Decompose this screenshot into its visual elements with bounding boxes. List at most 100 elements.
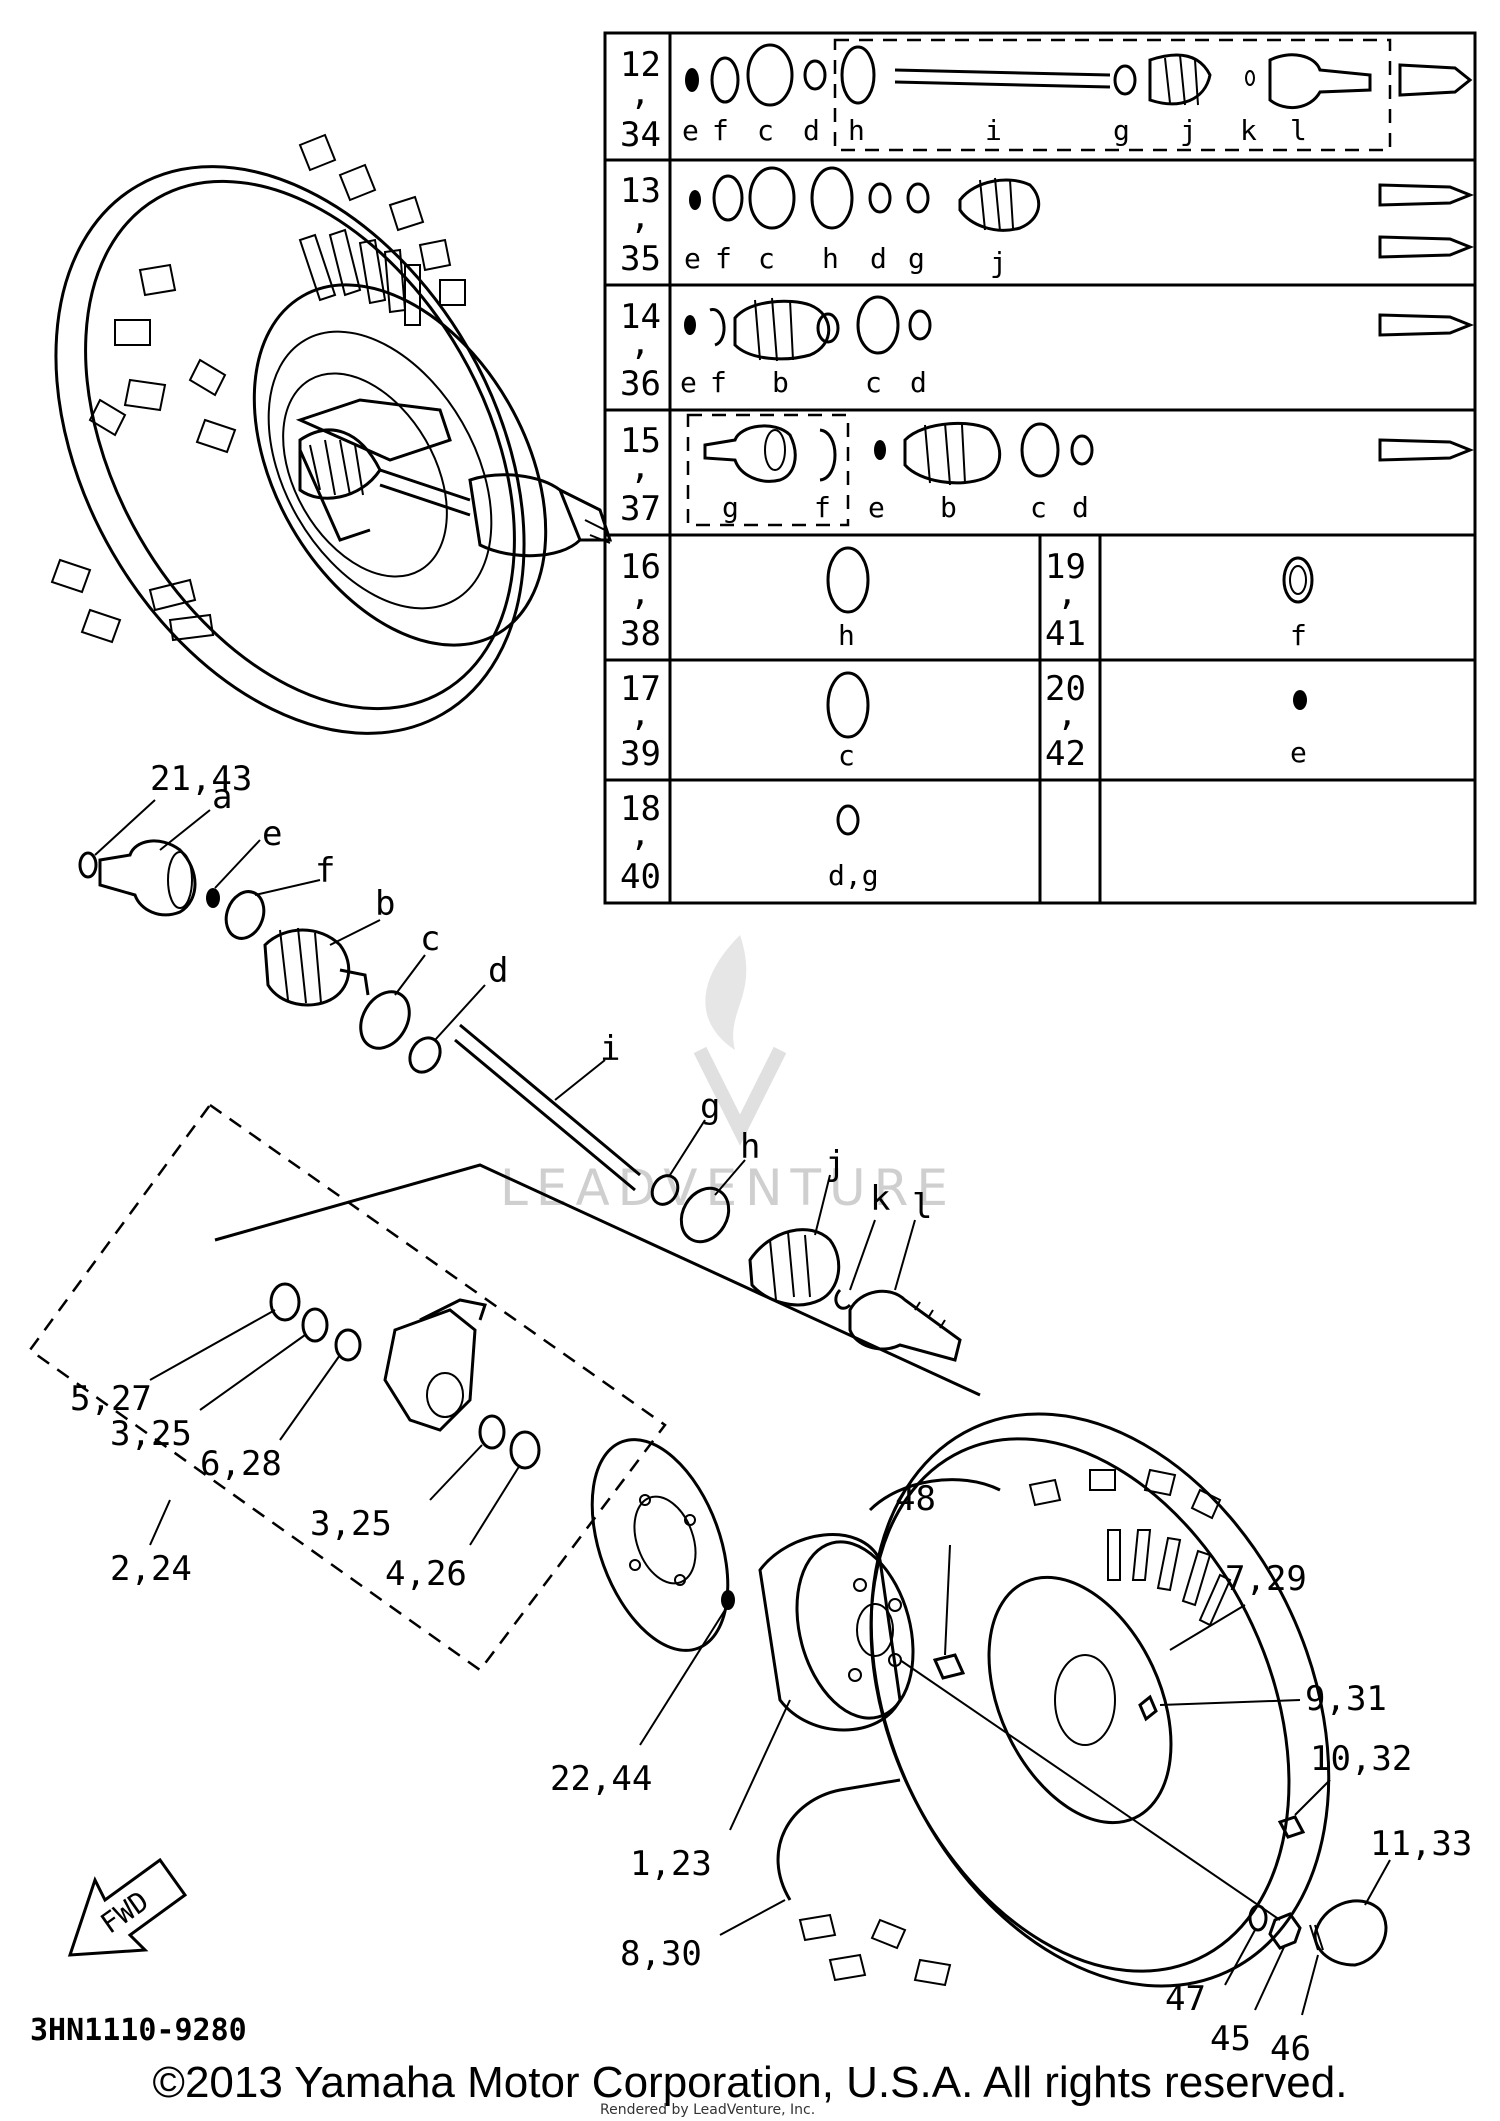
callout-2-24: 2,24: [110, 1549, 192, 1589]
callout-g: g: [700, 1087, 720, 1127]
row-letter: j: [1180, 114, 1197, 147]
row-ref-top: 19: [1045, 547, 1086, 587]
row-ref-bottom: 41: [1045, 614, 1086, 654]
row-ref-top: 16: [620, 547, 661, 587]
callout-l: l: [912, 1187, 932, 1227]
table-row-15-37: 15 , 37 g f e b c d: [620, 413, 1475, 529]
callout-j: j: [825, 1144, 845, 1184]
row-ref-top: 20: [1045, 669, 1086, 709]
row-letter: f: [710, 366, 727, 399]
table-row-16-38-19-41: 16 , 38 h 19 , 41 f: [620, 546, 1314, 654]
row-ref-sep: ,: [630, 694, 650, 734]
part-number: 3HN1110-9280: [30, 2013, 247, 2048]
row-ref-sep: ,: [630, 323, 650, 363]
row-ref-bottom: 38: [620, 614, 661, 654]
row-letter: d: [803, 114, 820, 147]
row-ref-bottom: 39: [620, 734, 661, 774]
callout-8-30: 8,30: [620, 1934, 702, 1974]
row-letter: g: [908, 242, 925, 275]
row-ref-bottom: 35: [620, 239, 661, 279]
fwd-label: FWD: [94, 1884, 154, 1940]
row-letter: d: [1072, 491, 1089, 524]
copyright-notice: ©2013 Yamaha Motor Corporation, U.S.A. A…: [152, 2058, 1348, 2107]
row-letter: d: [910, 366, 927, 399]
row-letter: h: [848, 114, 865, 147]
row-letter: e: [680, 366, 697, 399]
row-ref-top: 12: [620, 45, 661, 85]
table-row-14-36: 14 , 36 e f b c d: [620, 295, 1475, 404]
callout-1-23: 1,23: [630, 1844, 712, 1884]
row-letter: c: [758, 242, 775, 275]
table-row-18-40: 18 , 40 d,g: [620, 789, 879, 897]
callout-k: k: [870, 1179, 890, 1219]
callout-d: d: [488, 951, 508, 991]
parts-table: 12 , 34 e f c d h i g j k l: [603, 31, 1477, 905]
callout-3-25a: 3,25: [110, 1414, 192, 1454]
row-letter: k: [1240, 114, 1257, 147]
row-letter: c: [757, 114, 774, 147]
row-letter: d: [870, 242, 887, 275]
row-ref-sep: ,: [630, 814, 650, 854]
row-ref-top: 13: [620, 171, 661, 211]
row-ref-bottom: 34: [620, 115, 661, 155]
row-letter: g: [722, 491, 739, 524]
row-ref-bottom: 37: [620, 489, 661, 529]
row-letter: f: [1290, 619, 1307, 652]
drive-shaft-exploded: 21,43 a e f b c d i g: [78, 759, 962, 1362]
rendered-by-note: Rendered by LeadVenture, Inc.: [600, 2102, 816, 2118]
row-letter: b: [940, 491, 957, 524]
callout-f: f: [315, 851, 335, 891]
row-ref-top: 18: [620, 789, 661, 829]
row-ref-sep: ,: [630, 447, 650, 487]
row-ref-top: 17: [620, 669, 661, 709]
row-ref-bottom: 42: [1045, 734, 1086, 774]
row-ref-sep: ,: [630, 197, 650, 237]
callout-45: 45: [1210, 2019, 1251, 2059]
row-letter: e: [684, 242, 701, 275]
callout-11-33: 11,33: [1370, 1824, 1472, 1864]
callout-4-26: 4,26: [385, 1554, 467, 1594]
top-wheel-assembly: [50, 133, 613, 735]
row-letter: d,g: [828, 859, 879, 892]
bottom-wheel-assembly: 7,29 9,31 10,32 11,33 47 45 46 8,30: [620, 1412, 1472, 2069]
row-ref-bottom: 36: [620, 364, 661, 404]
callout-b: b: [375, 884, 395, 924]
row-ref-sep: ,: [630, 73, 650, 113]
row-letter: h: [822, 242, 839, 275]
row-letter: c: [838, 739, 855, 772]
row-letter: e: [1290, 736, 1307, 769]
callout-7-29: 7,29: [1225, 1559, 1307, 1599]
brake-disc: [590, 1438, 730, 1652]
callout-21-43: 21,43: [150, 759, 252, 799]
row-letter: j: [990, 246, 1007, 279]
row-letter: e: [682, 114, 699, 147]
callout-47: 47: [1165, 1979, 1206, 2019]
row-letter: g: [1113, 114, 1130, 147]
callout-46: 46: [1270, 2029, 1311, 2069]
callout-c: c: [420, 919, 440, 959]
knuckle-assembly: 5,27 3,25 6,28 3,25 4,26 2,24: [28, 1103, 981, 1672]
row-letter: c: [865, 366, 882, 399]
callout-e: e: [262, 814, 282, 854]
row-ref-bottom: 40: [620, 857, 661, 897]
row-letter: e: [868, 491, 885, 524]
table-row-13-35: 13 , 35 e f c h d g j: [620, 166, 1475, 279]
row-letter: l: [1290, 114, 1307, 147]
table-row-12-34: 12 , 34 e f c d h i g j k l: [620, 38, 1473, 155]
row-ref-top: 14: [620, 297, 661, 337]
row-ref-top: 15: [620, 421, 661, 461]
table-row-17-39-20-42: 17 , 39 c 20 , 42 e: [620, 669, 1307, 774]
row-ref-sep: ,: [630, 573, 650, 613]
row-ref-sep: ,: [1057, 573, 1077, 613]
row-letter: f: [814, 491, 831, 524]
callout-6-28: 6,28: [200, 1444, 282, 1484]
row-letter: b: [772, 366, 789, 399]
row-letter: f: [715, 242, 732, 275]
callout-9-31: 9,31: [1305, 1679, 1387, 1719]
callout-10-32: 10,32: [1310, 1739, 1412, 1779]
callout-i: i: [600, 1029, 620, 1069]
forward-arrow: FWD: [67, 1857, 188, 1957]
row-letter: c: [1030, 491, 1047, 524]
leadventure-watermark: LEADVENTURE: [500, 935, 948, 1217]
